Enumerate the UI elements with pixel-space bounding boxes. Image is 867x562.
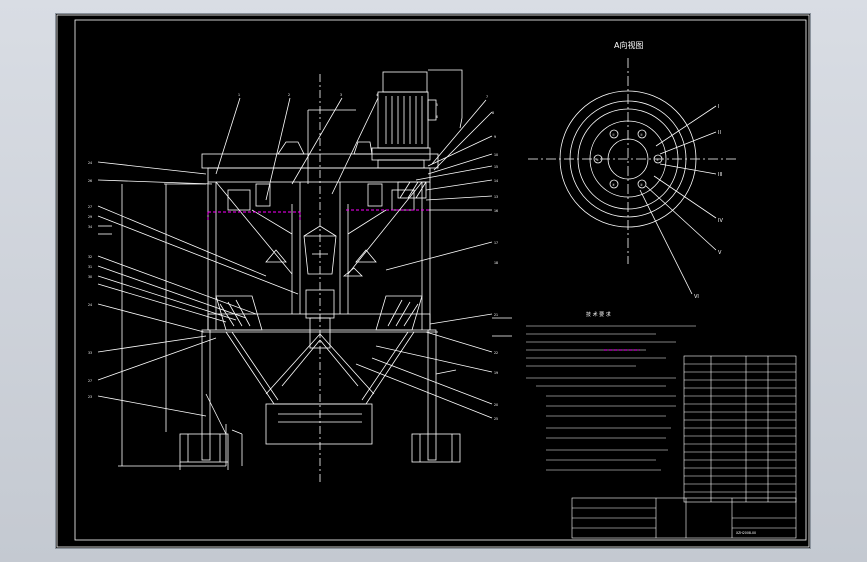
part-number: 25 [494,417,498,421]
part-number: 26 [88,179,92,183]
part-number: 13 [494,195,498,199]
hole-label: ② [640,133,643,137]
part-number: 29 [88,215,92,219]
drawing-number: XZH2008-00 [736,531,756,535]
part-number: 23 [88,395,92,399]
part-number: 10 [494,153,498,157]
part-number: 31 [88,265,92,269]
part-number: 2 [288,93,290,97]
roman-label: II [718,130,721,136]
hole-labels: ① ② ③ ④ ⑤ ⑥ [596,133,659,187]
part-number: 9 [494,135,496,139]
a-direction-view [528,58,736,295]
part-number: 22 [494,351,498,355]
hole-label: ⑥ [596,158,599,162]
part-numbers-right: 9 10 15 14 13 16 17 18 21 22 19 20 25 [494,135,498,421]
part-number: 14 [494,179,498,183]
hole-label: ⑤ [612,183,615,187]
drawing-sheet: A向视图 I II III IV V VI ① ② ③ ④ ⑤ ⑥ 24 26 … [56,14,810,548]
part-number: 5 [436,103,438,107]
hole-label: ③ [656,158,659,162]
part-numbers-left: 24 26 27 29 34 32 31 30 24 33 27 23 [88,161,92,399]
part-number: 19 [494,371,498,375]
leaders-right [355,135,512,419]
leaders-left [97,161,299,417]
title-block [571,497,797,539]
support-legs [179,329,461,470]
hopper [202,331,438,445]
part-number: 32 [88,255,92,259]
part-number: 24 [88,161,92,165]
notes-heading: 技 术 要 求 [586,311,611,318]
inner-frame [74,19,807,541]
part-number: 33 [88,351,92,355]
part-number: 27 [88,205,92,209]
outer-frame [56,14,810,548]
roman-label: V [718,250,722,256]
roman-label: I [718,104,719,110]
magenta-accent-lines [207,209,640,351]
part-number: 6 [436,115,438,119]
part-number: 1 [238,93,240,97]
hole-label: ① [612,133,615,137]
part-numbers-top: 1 2 3 4 5 6 7 8 [238,93,494,119]
part-number: 4 [376,93,378,97]
part-number: 27 [88,379,92,383]
roman-label: VI [694,294,699,300]
roman-label: III [718,172,722,178]
view-title: A向视图 [614,40,643,50]
part-number: 15 [494,165,498,169]
part-number: 21 [494,313,498,317]
part-number: 30 [88,275,92,279]
part-number: 18 [494,261,498,265]
technical-notes [526,325,696,471]
part-number: 8 [492,111,494,115]
dimension-lines [118,183,226,467]
leaders-top [215,97,493,201]
roman-labels: I II III IV V VI [694,104,723,300]
part-number: 7 [486,95,488,99]
vessel-body [207,74,431,484]
part-number: 16 [494,209,498,213]
part-number: 20 [494,403,498,407]
parts-list-table [683,355,797,503]
cad-drawing: A向视图 I II III IV V VI ① ② ③ ④ ⑤ ⑥ 24 26 … [56,14,810,548]
part-number: 3 [340,93,342,97]
part-number: 24 [88,303,92,307]
part-number: 34 [88,225,92,229]
hole-label: ④ [640,183,643,187]
roman-label: IV [718,218,723,224]
part-number: 17 [494,241,498,245]
